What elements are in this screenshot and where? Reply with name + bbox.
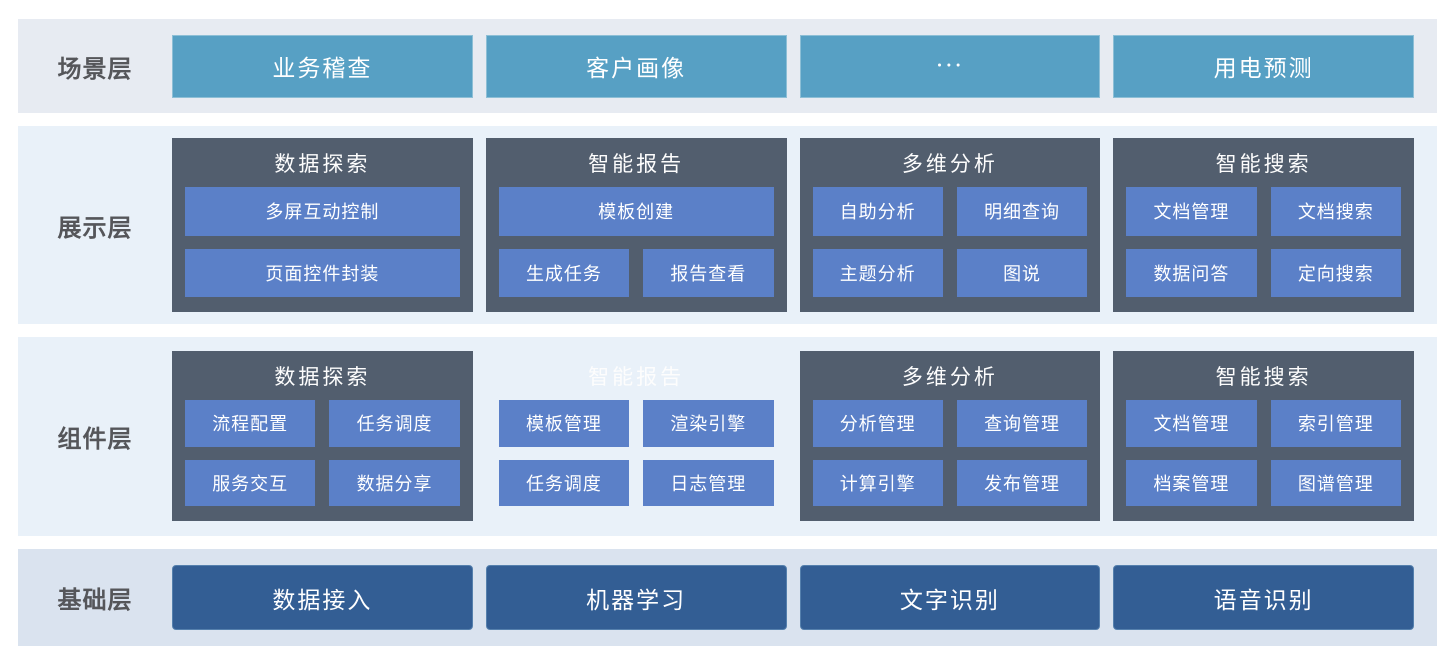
group-item: 日志管理	[643, 459, 774, 506]
group-title: 智能搜索	[1215, 364, 1312, 389]
group-item: 生成任务	[498, 248, 630, 297]
group-title: 多维分析	[901, 364, 998, 389]
group-smart-report: 智能报告 模板创建 生成任务 报告查看	[485, 138, 787, 312]
group-smart-report: 智能报告 模板管理 渲染引擎 任务调度 日志管理	[486, 351, 787, 521]
scenario-box-customer-profile: 客户画像	[485, 34, 787, 98]
group-item: 报告查看	[643, 248, 774, 297]
group-items: 自助分析 明细查询 主题分析 图说	[812, 187, 1088, 312]
group-item: 渲染引擎	[643, 400, 774, 447]
group-items: 模板管理 渲染引擎 任务调度 日志管理	[498, 400, 774, 521]
group-title: 数据探索	[274, 364, 371, 389]
scenario-box-ellipsis: ···	[799, 34, 1101, 98]
group-items: 文档管理 索引管理 档案管理 图谱管理	[1126, 400, 1401, 521]
group-item: 任务调度	[498, 459, 630, 506]
scenario-box-business-audit: 业务稽查	[172, 34, 473, 98]
group-item: 索引管理	[1270, 400, 1401, 447]
group-item: 模板管理	[498, 400, 630, 447]
foundation-box-machine-learning: 机器学习	[485, 565, 787, 630]
group-title: 智能报告	[588, 151, 685, 176]
group-items: 分析管理 查询管理 计算引擎 发布管理	[812, 400, 1088, 521]
group-item: 模板创建	[498, 187, 774, 236]
layer-label-component: 组件层	[57, 425, 133, 453]
layer-foundation: 基础层 数据接入 机器学习 文字识别 语音识别	[18, 549, 1437, 646]
group-item: 数据分享	[329, 459, 460, 506]
group-item: 服务交互	[185, 459, 316, 506]
group-item: 图说	[956, 248, 1088, 297]
group-items: 流程配置 任务调度 服务交互 数据分享	[185, 400, 460, 521]
group-data-exploration: 数据探索 多屏互动控制 页面控件封装	[172, 138, 473, 312]
layer-label-presentation: 展示层	[57, 214, 133, 242]
group-title: 多维分析	[901, 151, 998, 176]
group-multidim-analysis: 多维分析 分析管理 查询管理 计算引擎 发布管理	[799, 351, 1101, 521]
group-title: 智能搜索	[1215, 151, 1312, 176]
group-item: 流程配置	[185, 400, 316, 447]
group-items: 多屏互动控制 页面控件封装	[185, 187, 460, 312]
scenario-boxes: 业务稽查 客户画像 ··· 用电预测	[172, 19, 1414, 113]
layer-label-scenario: 场景层	[57, 55, 133, 83]
group-smart-search: 智能搜索 文档管理 索引管理 档案管理 图谱管理	[1113, 351, 1414, 521]
group-item: 文档管理	[1126, 400, 1257, 447]
group-item: 自助分析	[812, 187, 943, 236]
group-item: 图谱管理	[1270, 459, 1401, 506]
layer-scenario: 场景层 业务稽查 客户画像 ··· 用电预测	[18, 19, 1437, 113]
group-item: 任务调度	[329, 400, 460, 447]
layer-presentation: 展示层 数据探索 多屏互动控制 页面控件封装 智能报告 模板创建 生成任务 报告…	[18, 126, 1437, 324]
group-item: 页面控件封装	[185, 248, 460, 297]
group-item: 明细查询	[956, 187, 1088, 236]
group-title: 数据探索	[274, 151, 371, 176]
group-items: 文档管理 文档搜索 数据问答 定向搜索	[1126, 187, 1401, 312]
layer-label-foundation: 基础层	[57, 587, 133, 614]
group-data-exploration: 数据探索 流程配置 任务调度 服务交互 数据分享	[172, 351, 473, 521]
group-item: 多屏互动控制	[185, 187, 460, 236]
group-item: 查询管理	[956, 400, 1088, 447]
component-groups: 数据探索 流程配置 任务调度 服务交互 数据分享 智能报告 模板管理 渲染引擎 …	[172, 351, 1414, 521]
foundation-box-speech-recognition: 语音识别	[1113, 565, 1414, 630]
group-title: 智能报告	[588, 364, 685, 389]
scenario-box-power-forecast: 用电预测	[1113, 34, 1414, 98]
group-item: 计算引擎	[812, 459, 943, 506]
foundation-box-ocr: 文字识别	[799, 565, 1101, 630]
group-multidim-analysis: 多维分析 自助分析 明细查询 主题分析 图说	[799, 138, 1101, 312]
group-item: 档案管理	[1126, 459, 1257, 506]
group-item: 定向搜索	[1270, 248, 1401, 297]
foundation-box-data-access: 数据接入	[172, 565, 473, 630]
layer-component: 组件层 数据探索 流程配置 任务调度 服务交互 数据分享 智能报告 模板管理 渲…	[18, 337, 1437, 536]
group-item: 文档管理	[1126, 187, 1257, 236]
foundation-boxes: 数据接入 机器学习 文字识别 语音识别	[172, 549, 1414, 646]
group-item: 主题分析	[812, 248, 943, 297]
group-item: 分析管理	[812, 400, 943, 447]
group-item: 文档搜索	[1270, 187, 1401, 236]
group-item: 发布管理	[956, 459, 1088, 506]
group-items: 模板创建 生成任务 报告查看	[498, 187, 774, 312]
group-item: 数据问答	[1126, 248, 1257, 297]
group-smart-search: 智能搜索 文档管理 文档搜索 数据问答 定向搜索	[1113, 138, 1414, 312]
presentation-groups: 数据探索 多屏互动控制 页面控件封装 智能报告 模板创建 生成任务 报告查看 多…	[172, 138, 1414, 312]
